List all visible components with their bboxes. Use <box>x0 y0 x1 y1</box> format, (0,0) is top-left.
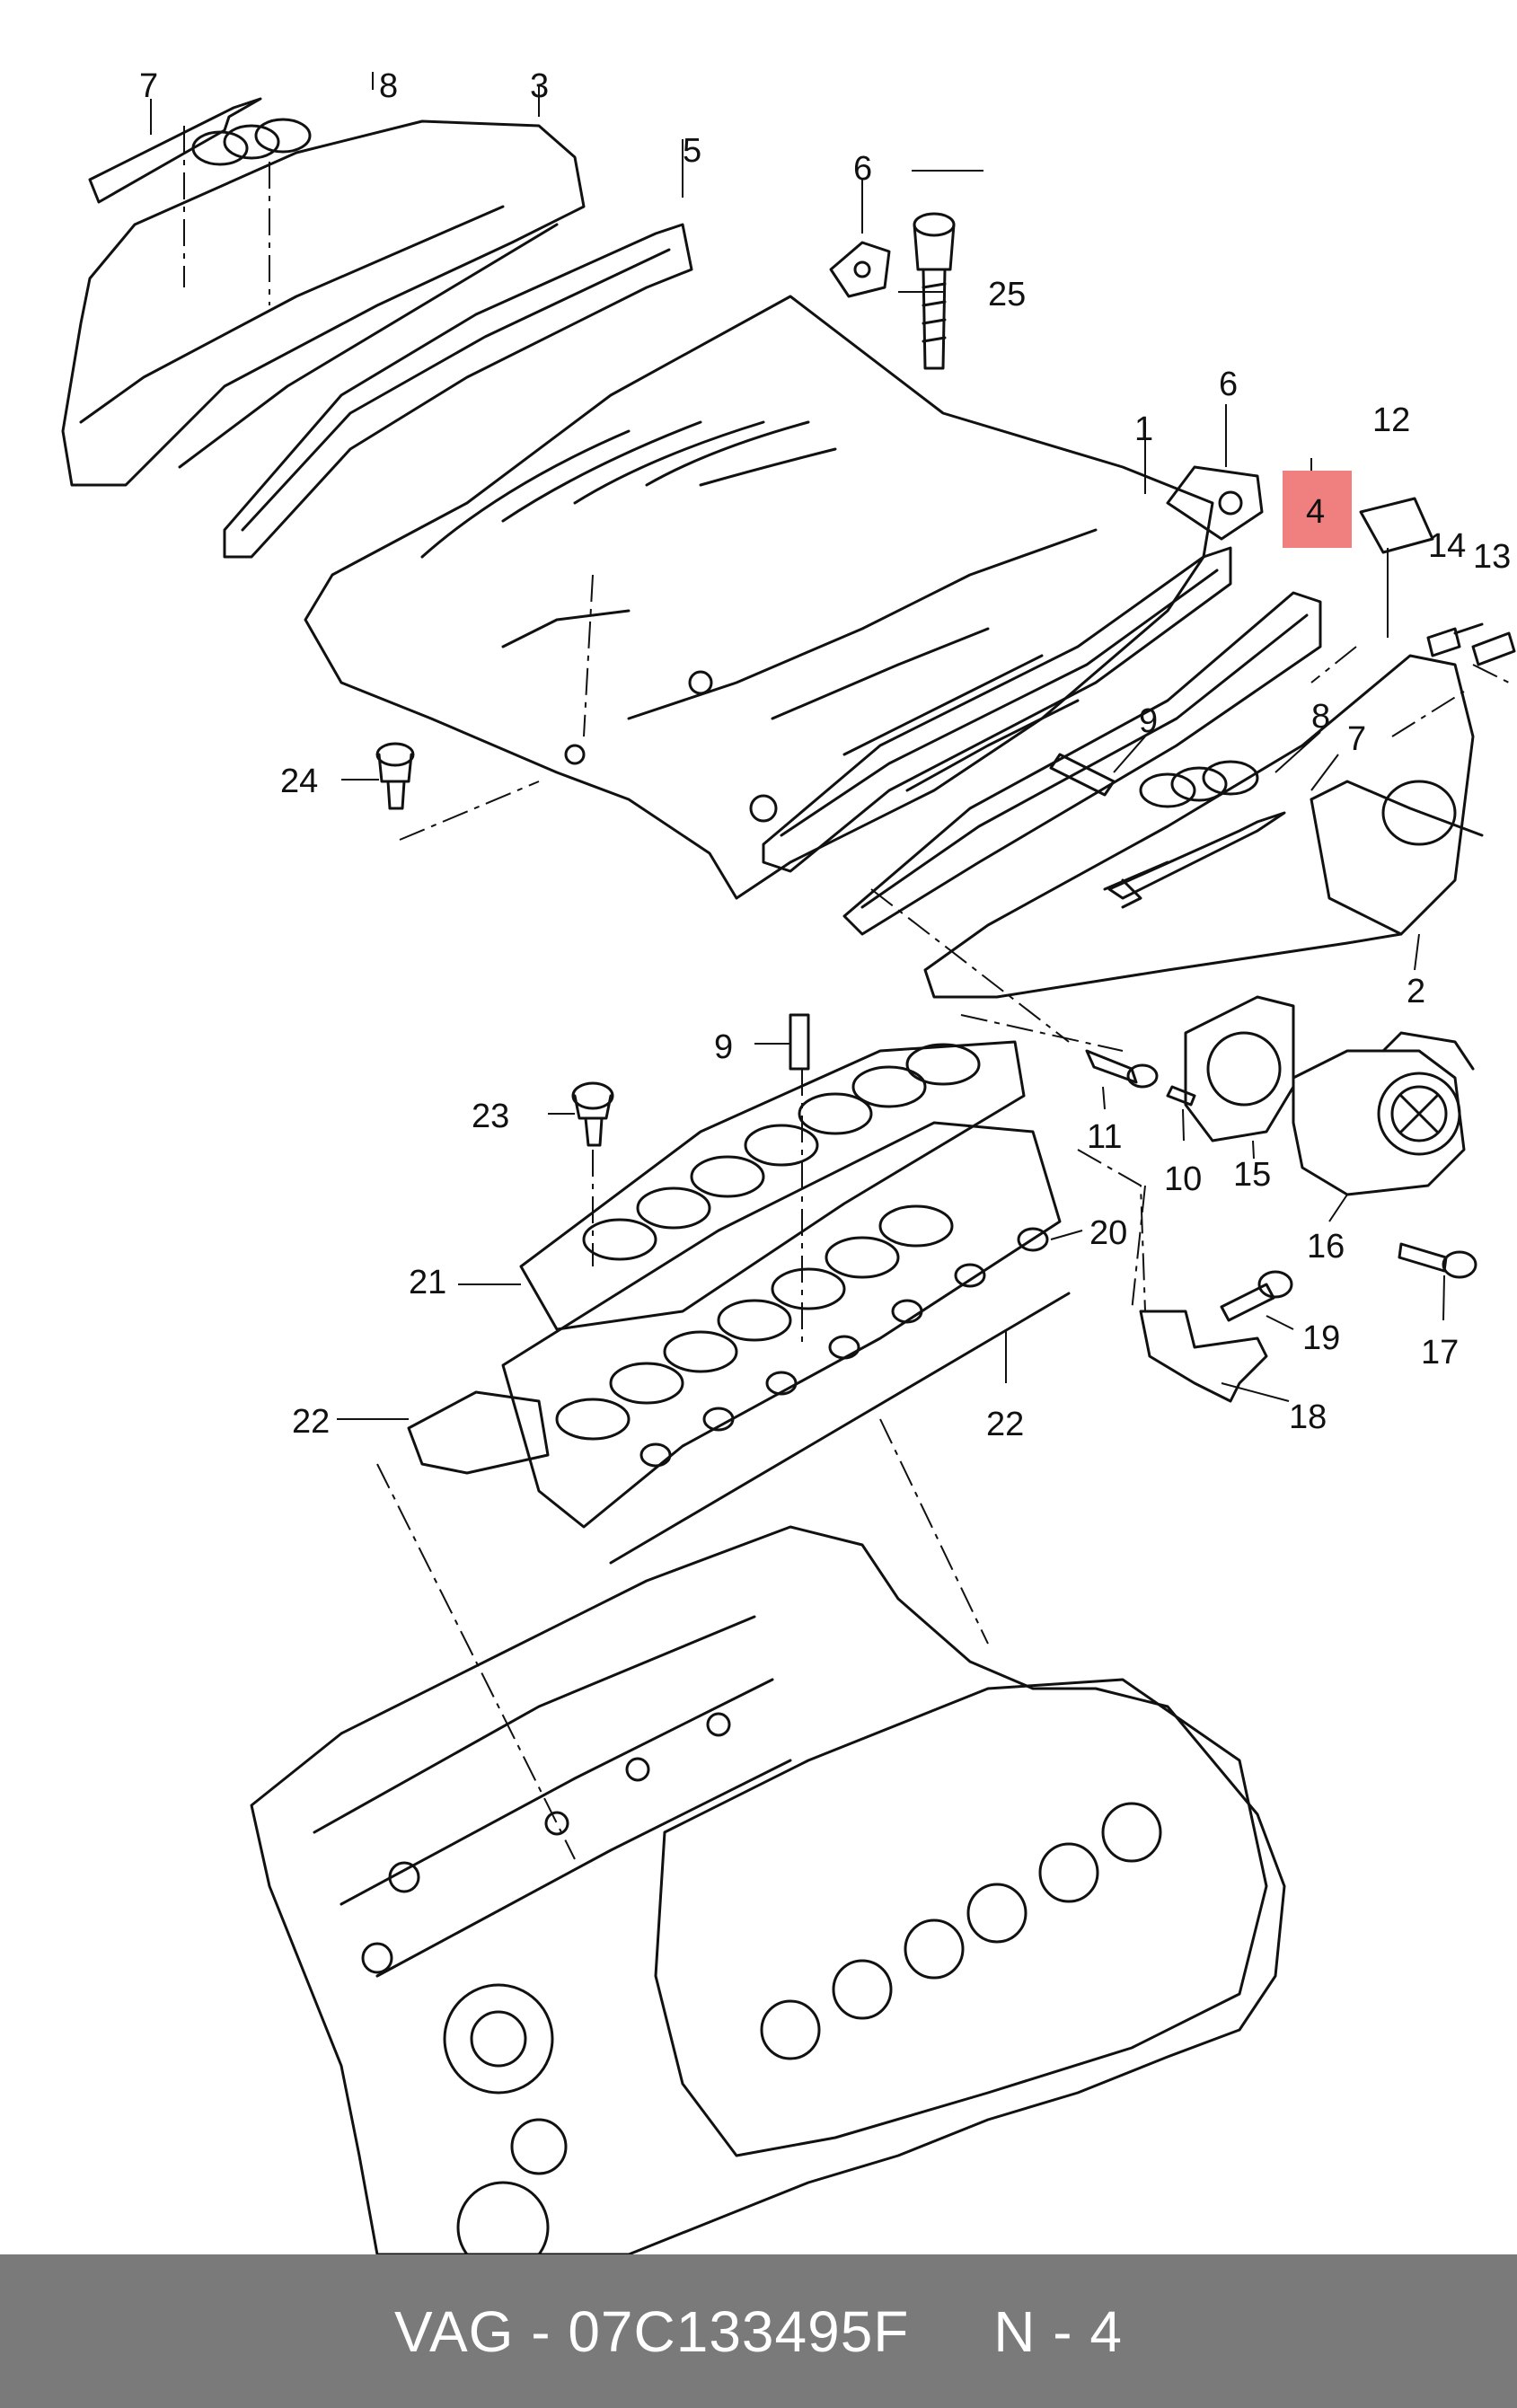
part-23-bolt <box>571 1081 614 1147</box>
callout-15: 15 <box>1233 1156 1271 1194</box>
dashed-assembly-lines <box>183 126 1510 1860</box>
part-21-manifold-gasket <box>519 1040 1026 1331</box>
callout-8-lower: 8 <box>1311 698 1330 736</box>
part-18-bracket <box>1139 1310 1268 1403</box>
callout-2: 2 <box>1407 973 1425 1010</box>
callout-23: 23 <box>472 1098 509 1135</box>
part-number-label: VAG - 07C133495F N - 4 <box>394 2298 1123 2364</box>
callout-11: 11 <box>1087 1118 1122 1156</box>
callout-6-upper: 6 <box>853 150 872 188</box>
callout-13: 13 <box>1473 538 1511 576</box>
part-20-seals <box>639 1227 1049 1468</box>
part-4-gasket-right <box>762 546 1232 873</box>
callout-12: 12 <box>1372 401 1410 439</box>
callout-3: 3 <box>530 67 549 105</box>
callout-9-lower: 9 <box>714 1028 733 1066</box>
part-8-logo-upper <box>191 118 312 166</box>
callout-4: 4 <box>1306 493 1325 531</box>
callout-25: 25 <box>988 276 1026 313</box>
part-12-block <box>1359 497 1434 554</box>
part-14-bolt <box>1426 622 1484 657</box>
leader-lines <box>150 72 1445 1420</box>
part-16-throttle-body <box>1292 1031 1475 1196</box>
part-5-gasket-left <box>223 223 693 559</box>
callout-20: 20 <box>1089 1214 1127 1252</box>
part-15-throttle-gasket <box>1184 995 1295 1142</box>
part-6-flange-upper <box>829 241 891 298</box>
part-1-intake-manifold <box>304 295 1214 900</box>
part-9-pin-lower <box>789 1013 810 1071</box>
callout-1: 1 <box>1134 410 1153 448</box>
part-7-badge-upper <box>88 97 262 204</box>
part-10-pin <box>1166 1085 1196 1107</box>
gasket-right-lower <box>842 591 1322 936</box>
callout-9-upper: 9 <box>1139 702 1158 740</box>
callout-14: 14 <box>1428 527 1466 565</box>
callout-6-lower: 6 <box>1219 366 1238 403</box>
callout-22-right: 22 <box>986 1406 1024 1443</box>
part-17-bolt <box>1398 1242 1477 1279</box>
callout-21: 21 <box>409 1264 446 1301</box>
callout-8-upper: 8 <box>379 67 398 105</box>
footer-bar: VAG - 07C133495F N - 4 <box>0 2254 1517 2408</box>
part-6-flange-lower <box>1166 465 1264 541</box>
part-11-bolt <box>1085 1049 1159 1089</box>
part-22-gasket-strip <box>609 1292 1071 1565</box>
part-3-cover-left <box>61 119 586 487</box>
part-19-bolt <box>1220 1270 1293 1322</box>
callout-22-left: 22 <box>292 1403 330 1441</box>
callout-labels: 7 8 3 5 6 25 6 1 12 14 13 9 8 7 24 2 9 2… <box>139 67 1511 1443</box>
part-7-badge-lower <box>1107 811 1286 900</box>
callout-16: 16 <box>1307 1228 1345 1266</box>
callout-17: 17 <box>1421 1334 1459 1372</box>
callout-10: 10 <box>1164 1160 1202 1198</box>
callout-7-upper: 7 <box>139 67 158 105</box>
callout-7-lower: 7 <box>1347 720 1366 758</box>
part-24-bolt <box>375 742 415 810</box>
part-9-pin-upper <box>1049 753 1116 797</box>
callout-5: 5 <box>683 132 701 170</box>
callout-19: 19 <box>1302 1319 1340 1357</box>
highlight-callout-4: 4 <box>1283 471 1352 548</box>
part-22-gasket-left <box>407 1390 550 1475</box>
engine-block <box>250 1525 1286 2254</box>
callout-24: 24 <box>280 763 318 800</box>
part-8-logo-lower <box>1139 760 1259 808</box>
lower-intake-flange <box>501 1121 1062 1529</box>
part-2-cover-right <box>923 654 1484 999</box>
exploded-parts-diagram: 7 8 3 5 6 25 6 1 12 14 13 9 8 7 24 2 9 2… <box>61 67 1516 2254</box>
callout-18: 18 <box>1289 1398 1327 1436</box>
highlight-box <box>1283 471 1352 548</box>
part-25-bolt <box>913 212 956 370</box>
part-13-bolt <box>1471 631 1516 666</box>
